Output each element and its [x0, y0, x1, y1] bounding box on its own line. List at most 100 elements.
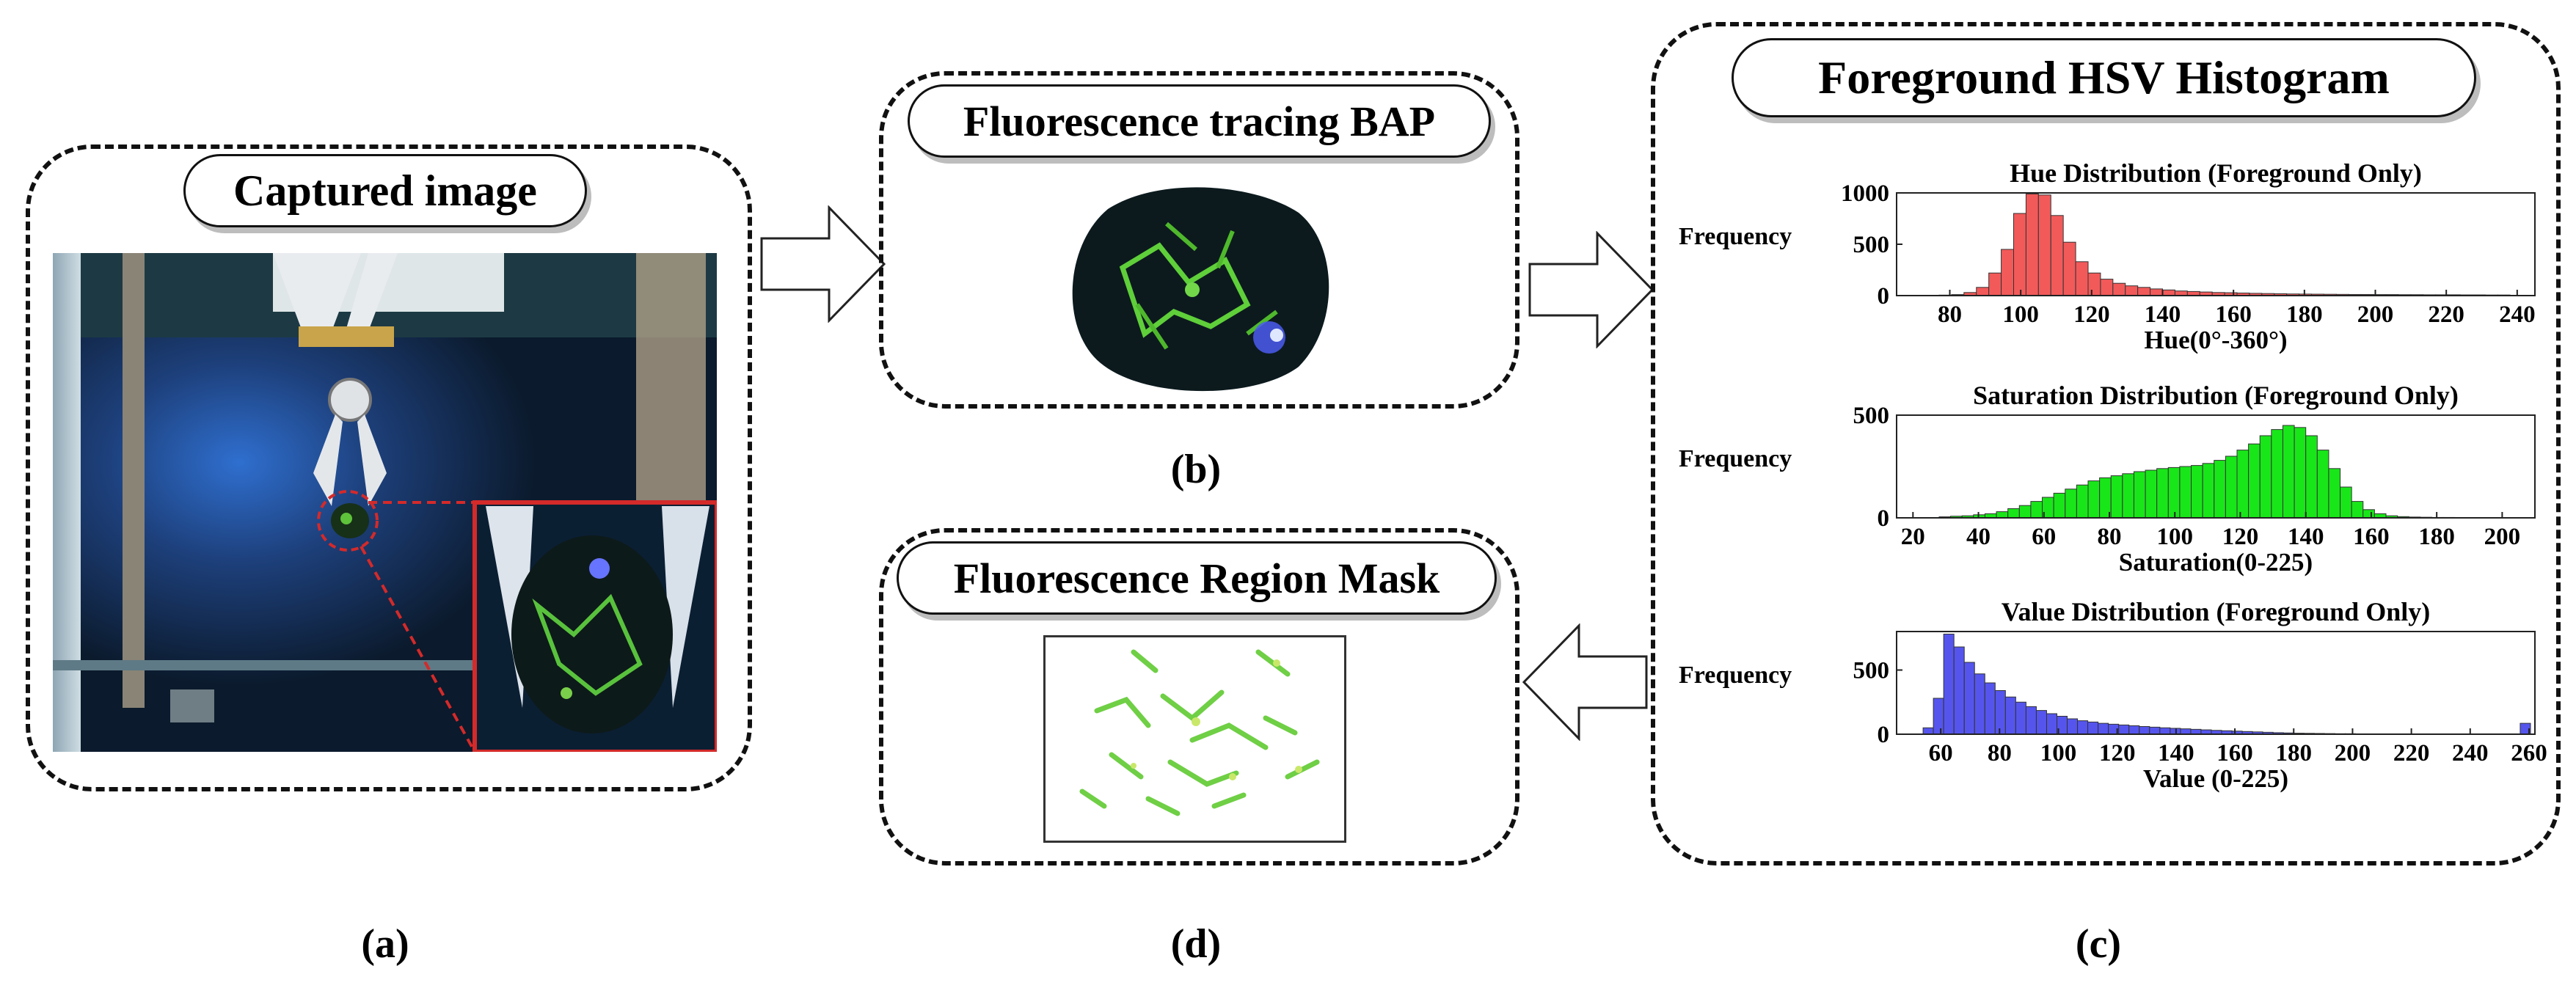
value-bar [2170, 728, 2181, 735]
hue-bar [2125, 285, 2139, 296]
hue-xlabel: Hue(0°-360°) [2144, 326, 2287, 354]
value-xtick-label: 220 [2393, 740, 2430, 766]
captured-photo [53, 253, 719, 754]
saturation-bar [2087, 480, 2101, 519]
hsv-histograms: Hue Distribution (Foreground Only) Freque… [1679, 158, 2547, 793]
hue-bar [1976, 287, 1990, 296]
saturation-bar [2328, 468, 2341, 519]
hue-xtick-label: 220 [2428, 301, 2464, 328]
arrow-c-to-d [1522, 623, 1648, 741]
saturation-bar [2305, 435, 2318, 519]
value-bar [2077, 720, 2089, 735]
saturation-xtick-label: 60 [2032, 524, 2056, 550]
hue-bar [2087, 272, 2101, 296]
value-bar [2015, 701, 2026, 735]
value-ytick-label: 500 [1853, 658, 1890, 684]
saturation-xtick-label: 80 [2098, 524, 2122, 550]
saturation-bar [2362, 509, 2375, 519]
saturation-bar [2065, 488, 2077, 519]
caption-d: (d) [1170, 921, 1222, 967]
value-axes [1896, 631, 2536, 735]
saturation-bar [2018, 505, 2032, 519]
hue-bar [2013, 213, 2026, 296]
value-bar [1994, 690, 2006, 735]
hue-chart-title: Hue Distribution (Foreground Only) [2010, 158, 2422, 188]
hue-xtick-label: 160 [2215, 301, 2252, 328]
value-xtick-label: 120 [2099, 740, 2136, 766]
hue-xtick-label: 120 [2073, 301, 2110, 328]
value-bar [2128, 725, 2140, 735]
saturation-ylabel: Frequency [1679, 445, 1792, 472]
saturation-bar [2099, 477, 2112, 519]
saturation-bar [2202, 463, 2215, 519]
saturation-xtick-label: 100 [2156, 524, 2193, 550]
value-xtick-label: 180 [2275, 740, 2312, 766]
value-bar [2180, 728, 2192, 735]
saturation-chart-title: Saturation Distribution (Foreground Only… [1973, 381, 2459, 410]
saturation-bar [2316, 450, 2329, 519]
value-bar [2087, 721, 2099, 735]
value-xtick-label: 60 [1929, 740, 1953, 766]
value-bar [2118, 724, 2130, 735]
value-bar [2067, 718, 2079, 735]
saturation-xtick-label: 20 [1901, 524, 1925, 550]
hue-xtick-label: 180 [2286, 301, 2323, 328]
saturation-xtick-label: 180 [2418, 524, 2455, 550]
hue-bar [2137, 287, 2151, 296]
value-xtick-label: 100 [2040, 740, 2077, 766]
saturation-xtick-label: 120 [2222, 524, 2259, 550]
value-ylabel: Frequency [1679, 662, 1792, 689]
saturation-bar [2259, 435, 2272, 519]
saturation-bar [1996, 511, 2009, 519]
value-bar [2139, 726, 2150, 735]
arrow-a-to-b [760, 205, 886, 323]
hue-bar [2050, 215, 2064, 296]
value-xlabel: Value (0-225) [2143, 764, 2288, 793]
saturation-bar [2282, 425, 2295, 519]
saturation-bar [2110, 475, 2123, 519]
value-bar [1922, 727, 1934, 735]
saturation-bar [2076, 484, 2089, 519]
value-bar [1943, 634, 1955, 735]
saturation-bar [2030, 501, 2043, 519]
hue-xtick-label: 140 [2145, 301, 2181, 328]
hue-bar [2162, 289, 2175, 296]
hue-ytick-label: 500 [1853, 232, 1890, 258]
saturation-bar [2053, 492, 2066, 519]
hue-bar [2150, 288, 2163, 296]
panel-fluorescence-tracing [879, 71, 1519, 409]
inset-zoom [472, 500, 719, 754]
bap-fluorescence-image [1057, 180, 1343, 396]
saturation-bar [2340, 486, 2352, 519]
value-bar [2046, 713, 2058, 735]
saturation-bar [2271, 429, 2283, 519]
hue-bar [2112, 282, 2126, 296]
value-xtick-label: 260 [2511, 740, 2547, 766]
value-chart-title: Value Distribution (Foreground Only) [2002, 597, 2430, 626]
saturation-xtick-label: 200 [2484, 524, 2521, 550]
panel-b-title: Fluorescence tracing BAP [908, 84, 1491, 158]
hue-xtick-label: 200 [2357, 301, 2394, 328]
value-bar [2149, 726, 2161, 735]
saturation-bar [2007, 508, 2020, 519]
caption-a: (a) [361, 921, 409, 967]
value-ytick-label: 0 [1878, 722, 1890, 748]
value-bar [2004, 696, 2016, 735]
saturation-bar [2179, 466, 2192, 519]
saturation-bar [2133, 471, 2146, 519]
arrow-b-to-c [1528, 231, 1654, 348]
value-xtick-label: 140 [2158, 740, 2194, 766]
value-bar [1953, 646, 1965, 735]
hue-bar [2001, 249, 2015, 296]
saturation-bar [2191, 465, 2203, 519]
saturation-axes [1896, 414, 2536, 519]
caption-b: (b) [1170, 447, 1222, 492]
saturation-bar [2145, 469, 2158, 519]
value-bar [2098, 722, 2109, 735]
panel-c-title: Foreground HSV Histogram [1732, 38, 2476, 117]
saturation-xtick-label: 160 [2353, 524, 2390, 550]
saturation-bar [2214, 460, 2226, 519]
hue-ytick-label: 0 [1878, 283, 1890, 310]
hue-xtick-label: 80 [1938, 301, 1962, 328]
value-xtick-label: 80 [1988, 740, 2012, 766]
